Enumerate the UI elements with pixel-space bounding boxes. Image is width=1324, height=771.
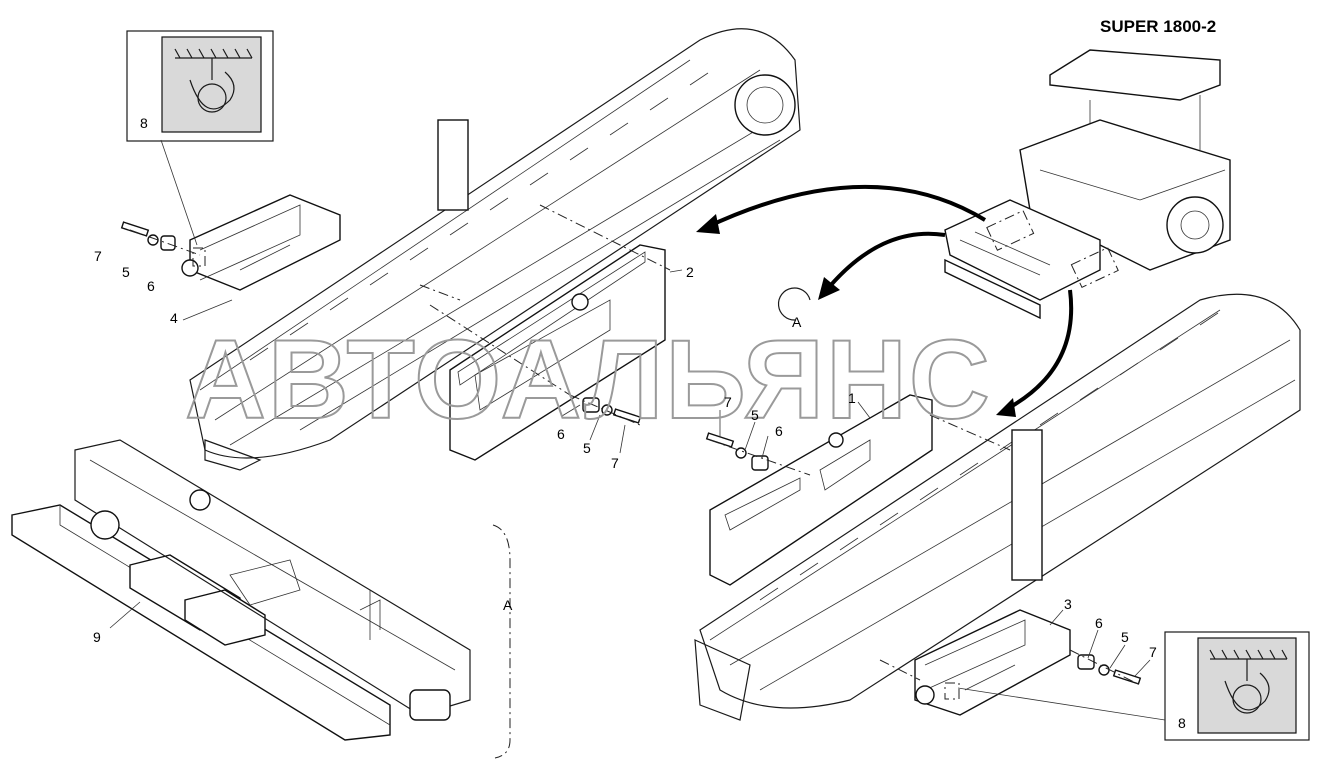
callout-6-center: 6 [557,426,565,442]
callout-6-upper: 6 [147,278,155,294]
section-line-a [492,524,511,759]
view-marker-a: A [777,287,811,330]
lower-crawler-track [694,293,1301,721]
model-title: SUPER 1800-2 [1100,17,1216,36]
callout-5-center: 5 [583,440,591,456]
lifting-hook-warning-icon [1209,649,1288,714]
counterweight-2 [419,204,671,461]
callout-6-right: 6 [775,423,783,439]
fasteners-upper-left [120,221,201,256]
warning-label-lower-right [957,631,1310,741]
leader-lines [109,269,1151,677]
detail-view-a [11,439,471,741]
fasteners-right [705,432,811,476]
callout-7-center: 7 [611,455,619,471]
callout-7-lower: 7 [1149,644,1157,660]
upper-crawler-track [189,28,801,471]
callout-4: 4 [170,310,178,326]
counterweight-1 [709,394,1011,586]
fasteners-lower-right [1069,649,1142,686]
callout-2: 2 [686,264,694,280]
view-marker-label: A [792,314,802,330]
callout-5-lower: 5 [1121,629,1129,645]
track-pads-upper [249,72,709,361]
section-label-a: A [503,597,513,613]
callout-9: 9 [93,629,101,645]
callout-8-upper: 8 [140,115,148,131]
callout-6-lower: 6 [1095,615,1103,631]
callout-5-right: 5 [751,407,759,423]
callout-7-right: 7 [724,394,732,410]
paver-machine [944,49,1231,320]
callout-1: 1 [848,390,856,406]
callout-5-upper: 5 [122,264,130,280]
mounting-bracket-4 [181,194,341,291]
lifting-hook-warning-icon [174,48,253,113]
warning-label-upper-left [126,30,274,246]
callout-7-upper: 7 [94,248,102,264]
callouts: 8 7 5 6 4 2 6 5 7 7 5 6 1 9 3 6 5 7 8 [93,115,1186,731]
fasteners-center [569,394,642,426]
watermark: АВТОАЛЬЯНС [185,317,992,442]
mounting-bracket-3 [879,609,1071,716]
callout-8-lower: 8 [1178,715,1186,731]
track-pads-lower [759,312,1219,601]
direction-arrows [696,185,1074,417]
callout-3: 3 [1064,596,1072,612]
